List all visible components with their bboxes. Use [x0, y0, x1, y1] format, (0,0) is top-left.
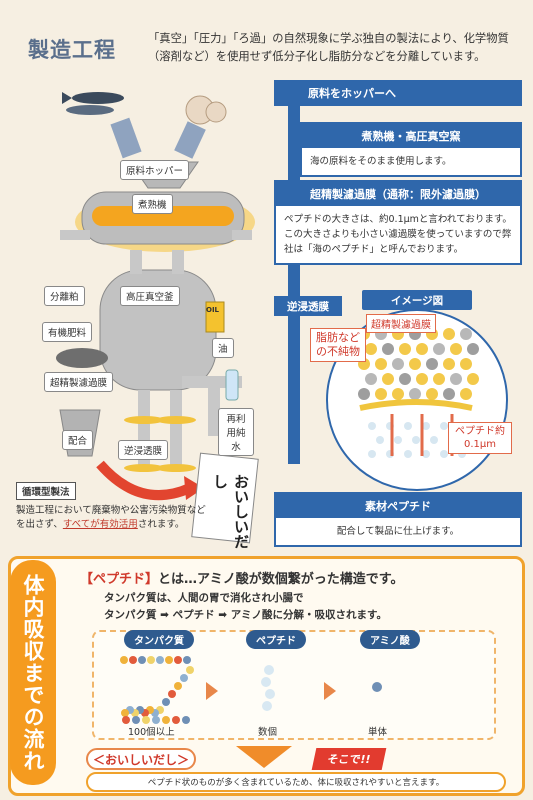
- page-title: 製造工程: [28, 37, 116, 62]
- label-separated: 分離粕: [44, 286, 85, 306]
- arrow-right-icon: [206, 682, 218, 700]
- membrane-diagram: 超精製濾過膜 脂肪などの不純物 ペプチド約0.1μm: [310, 306, 512, 494]
- cycle-note: 循環型製法 製造工程において廃棄物や公害汚染物質などを出さず、すべてが有効活用さ…: [16, 480, 206, 532]
- amino-acid: [372, 682, 382, 692]
- digestion-line-2: タンパク質 ➡ ペプチド ➡ アミノ酸に分解・吸収されます。: [104, 609, 387, 621]
- flow-step-boiler-title: 煮熟機・高圧真空窯: [302, 124, 520, 148]
- digestion-line-1: タンパク質は、人間の胃で消化され小腸で: [104, 592, 304, 604]
- protein-chain: [120, 656, 194, 724]
- stage-amino-label: アミノ酸: [360, 630, 420, 649]
- stage-protein-caption: 100個以上: [128, 727, 175, 738]
- flow-step-ro: 逆浸透膜: [274, 296, 342, 316]
- product-name: おいしいだし: [211, 474, 250, 549]
- stage-peptide-caption: 数個: [258, 727, 278, 738]
- intro-text: 「真空」「圧力」「ろ過」の自然現象に学ぶ独自の製法により、化学物質（溶剤など）を…: [148, 32, 509, 63]
- membrane-label: 超精製濾過膜: [366, 314, 436, 333]
- stage-amino-caption: 単体: [368, 727, 388, 738]
- label-hopper: 原料ホッパー: [120, 160, 190, 180]
- final-statement: ペプチド状のものが多く含まれているため、体に吸収されやすいと言えます。: [86, 772, 506, 792]
- flow-step-peptide-body: 配合して製品に仕上げます。: [336, 526, 460, 537]
- absorption-vertical-title: 体内吸収までの流れ: [10, 560, 56, 785]
- flow-step-boiler: 煮熟機・高圧真空窯 海の原料をそのまま使用します。: [300, 122, 522, 177]
- peptide-size-label: ペプチド約0.1μm: [448, 422, 512, 454]
- cycle-text: 製造工程において廃棄物や公害汚染物質などを出さず、すべてが有効活用されます。: [16, 505, 206, 530]
- flow-step-ultra-title: 超精製濾過膜（通称：限外濾過膜）: [276, 182, 520, 206]
- particle-dots: [358, 328, 479, 458]
- impurity-label: 脂肪などの不純物: [310, 328, 366, 362]
- label-ultra: 超精製濾過膜: [44, 372, 114, 392]
- flow-spine: [288, 104, 300, 464]
- label-fertilizer: 有機肥料: [42, 322, 93, 342]
- image-diagram-label: イメージ図: [362, 290, 472, 310]
- label-boiler: 煮熟機: [132, 194, 173, 214]
- garlic-icon: [185, 95, 227, 125]
- flow-step-ultra: 超精製濾過膜（通称：限外濾過膜） ペプチドの大きさは、約0.1μmと言われており…: [274, 180, 522, 265]
- peptide-chain: [261, 665, 275, 711]
- label-vacuum: 高圧真空釜: [120, 286, 180, 306]
- label-blend: 配合: [62, 430, 94, 450]
- molecule-stages: タンパク質 ペプチド アミノ酸 100個以上 数個 単体: [92, 630, 496, 740]
- cycle-tag: 循環型製法: [16, 482, 76, 500]
- stage-peptide-label: ペプチド: [246, 630, 306, 649]
- flow-step-ultra-body: ペプチドの大きさは、約0.1μmと言われております。この大きさよりも小さい濾過膜…: [284, 214, 512, 255]
- down-arrow-icon: [236, 746, 292, 768]
- label-ro: 逆浸透膜: [118, 440, 169, 460]
- label-oil: 油: [212, 338, 234, 358]
- oil-can-text: OIL: [206, 306, 220, 314]
- peptide-definition-key: 【ペプチド】: [80, 572, 159, 587]
- process-illustration: 原料ホッパー 煮熟機 高圧真空釜 分離粕 有機肥料 超精製濾過膜 油 再利用純水…: [20, 80, 270, 550]
- flow-step-peptide: 素材ペプチド 配合して製品に仕上げます。: [274, 492, 522, 547]
- stage-protein-label: タンパク質: [124, 630, 194, 649]
- arrow-right-icon: [324, 682, 336, 700]
- cycle-highlight: すべてが有効活用: [62, 519, 138, 530]
- peptide-definition: 【ペプチド】とは…アミノ酸が数個繋がった構造です。: [80, 572, 404, 587]
- dashi-badge: ＜おいしいだし＞: [86, 748, 196, 770]
- flow-step-peptide-title: 素材ペプチド: [276, 494, 520, 518]
- soko-badge: そこで!!: [311, 748, 387, 770]
- fish-icon: [62, 92, 124, 115]
- flow-step-hopper: 原料をホッパーへ: [274, 80, 522, 106]
- flow-step-boiler-body: 海の原料をそのまま使用します。: [310, 156, 452, 167]
- label-water: 再利用純水: [218, 408, 254, 456]
